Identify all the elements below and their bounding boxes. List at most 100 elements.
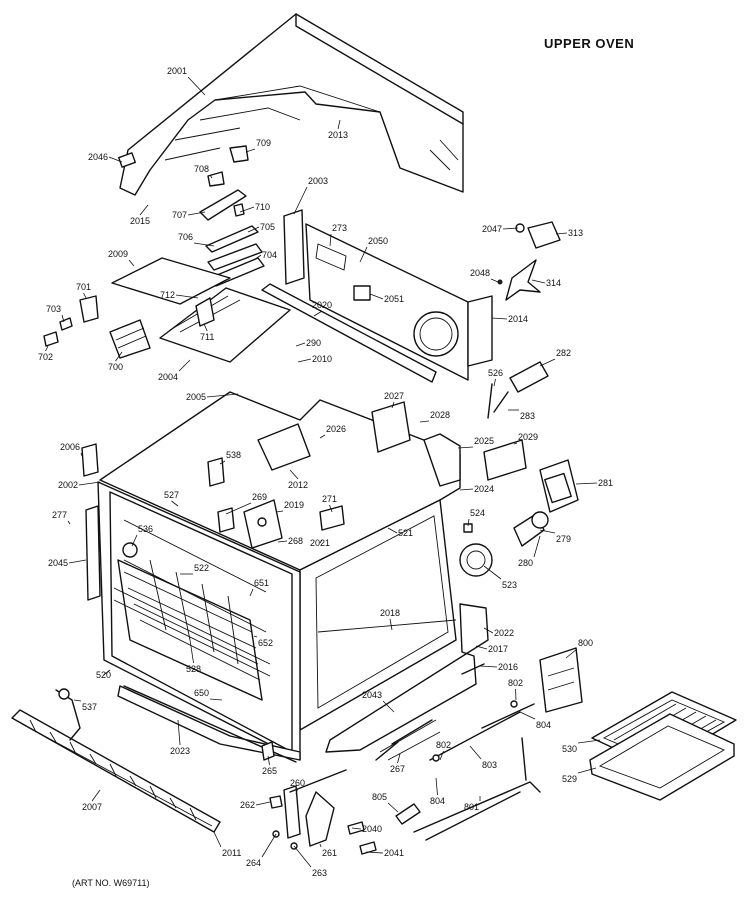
leader-line-p2005: [206, 393, 239, 398]
part-label-2024: 2024: [474, 484, 494, 494]
part-label-267: 267: [390, 764, 405, 774]
part-label-2009: 2009: [108, 249, 128, 259]
leader-line-p2010: [297, 358, 312, 363]
part-label-280: 280: [518, 558, 533, 568]
part-label-264: 264: [246, 858, 261, 868]
part-label-702: 702: [38, 352, 53, 362]
leader-line-p527: [171, 500, 179, 507]
part-label-2046: 2046: [88, 152, 108, 162]
leader-line-p280: [533, 535, 541, 558]
leader-line-p520: [103, 669, 111, 676]
part-label-2051: 2051: [384, 294, 404, 304]
leader-line-p2047: [503, 227, 519, 230]
part-label-2014: 2014: [508, 314, 528, 324]
leader-line-p2012: [289, 469, 299, 480]
leader-line-p282: [539, 358, 556, 367]
part-label-2018: 2018: [380, 608, 400, 618]
part-label-277: 277: [52, 510, 67, 520]
part-label-711: 711: [200, 332, 214, 342]
part-label-268: 268: [288, 536, 303, 546]
part-label-2020: 2020: [312, 300, 332, 310]
part-label-2047: 2047: [482, 224, 502, 234]
leader-line-p706: [193, 242, 215, 247]
leader-line-p802b: [439, 750, 444, 761]
leader-lines: [45, 76, 601, 868]
leader-line-p2043: [382, 700, 395, 713]
leader-line-p2017: [475, 645, 488, 650]
leader-line-p2002: [78, 481, 101, 486]
kick-panel: [11, 688, 221, 833]
part-label-536: 536: [138, 524, 153, 534]
leader-line-p2024: [459, 488, 474, 491]
leader-line-p538: [219, 460, 226, 465]
part-label-2006: 2006: [60, 442, 80, 452]
part-label-800: 800: [578, 638, 593, 648]
leader-line-p704: [253, 254, 262, 261]
leader-line-p650: [209, 698, 223, 701]
part-label-2003: 2003: [308, 176, 328, 186]
door-mechanism: [395, 647, 583, 841]
part-label-700: 700: [108, 362, 123, 372]
leader-line-p279: [539, 529, 556, 534]
part-label-805: 805: [372, 792, 387, 802]
leader-line-p701: [83, 292, 87, 299]
right-components: [423, 433, 579, 577]
part-label-282: 282: [556, 348, 571, 358]
part-label-712: 712: [160, 290, 175, 300]
latch-parts: [43, 295, 151, 359]
leader-line-p2046: [108, 156, 123, 163]
part-label-260: 260: [290, 778, 305, 788]
part-label-263: 263: [312, 868, 327, 878]
art-number: (ART NO. W69711): [72, 878, 150, 888]
broiler-pan: [589, 691, 737, 801]
top-rail: [261, 283, 437, 383]
leader-line-p709: [245, 148, 256, 153]
leader-line-p703: [61, 314, 65, 323]
leader-line-p2016: [479, 665, 498, 668]
leader-line-p800: [565, 648, 578, 659]
leader-line-p267: [397, 753, 401, 764]
leader-line-p2048: [490, 278, 499, 283]
oven-body: [81, 391, 461, 761]
part-label-2043: 2043: [362, 690, 382, 700]
leader-line-p524: [467, 518, 470, 527]
leader-line-p264: [261, 833, 277, 858]
part-label-705: 705: [260, 222, 275, 232]
part-label-2019: 2019: [284, 500, 304, 510]
leader-line-p652: [253, 635, 258, 638]
part-label-710: 710: [255, 202, 270, 212]
leader-line-p804b: [435, 777, 438, 796]
part-label-283: 283: [520, 411, 535, 421]
leader-line-p2019: [275, 510, 284, 513]
leader-line-p277: [67, 520, 71, 525]
control-shelf: [111, 257, 291, 363]
leader-line-p281: [575, 482, 598, 485]
leader-line-p2026: [319, 434, 326, 439]
leader-line-p651: [249, 588, 254, 597]
part-label-701: 701: [76, 282, 91, 292]
part-label-537: 537: [82, 702, 97, 712]
diagram-title: UPPER OVEN: [544, 36, 634, 51]
part-label-2016: 2016: [498, 662, 518, 672]
part-label-527: 527: [164, 490, 179, 500]
part-label-2022: 2022: [494, 628, 514, 638]
leader-line-p2014: [491, 317, 508, 320]
part-label-2013: 2013: [328, 130, 348, 140]
leader-line-p2020: [313, 310, 323, 317]
leader-line-p273: [329, 233, 332, 247]
leader-line-p265: [267, 755, 270, 766]
part-label-528: 528: [186, 664, 201, 674]
leader-line-p271: [329, 504, 333, 513]
part-label-2010: 2010: [312, 354, 332, 364]
part-label-804-upper: 804: [536, 720, 551, 730]
part-label-261: 261: [322, 848, 337, 858]
part-label-703: 703: [46, 304, 61, 314]
leader-line-p2013: [337, 119, 341, 130]
part-label-650: 650: [194, 688, 209, 698]
part-label-314: 314: [546, 278, 561, 288]
leader-line-p707: [187, 211, 206, 216]
part-label-290: 290: [306, 338, 321, 348]
part-label-2026: 2026: [326, 424, 346, 434]
part-label-2011: 2011: [222, 848, 241, 858]
